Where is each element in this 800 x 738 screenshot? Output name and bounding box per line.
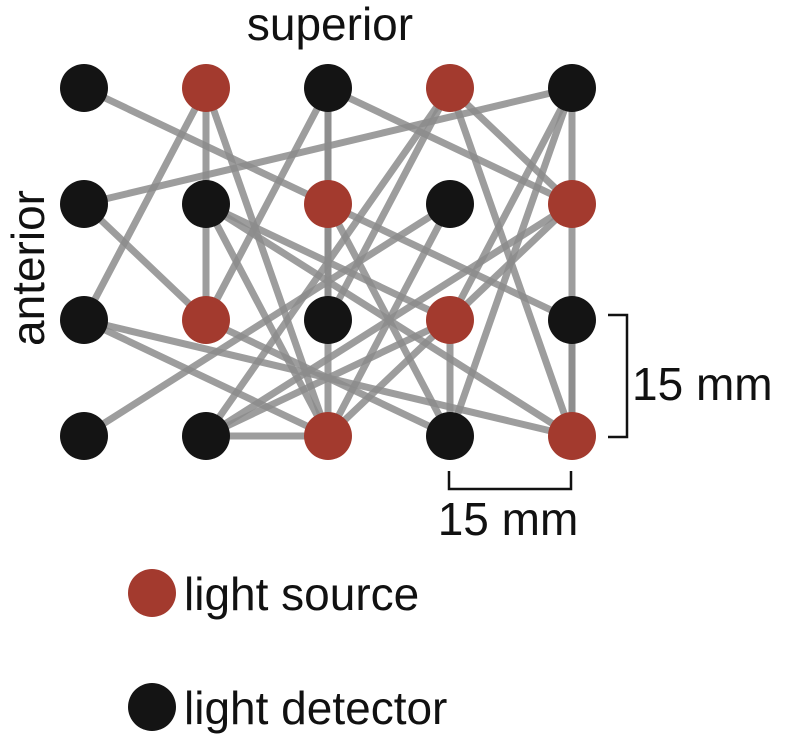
light-source-optode	[182, 64, 230, 112]
light-detector-optode	[304, 64, 352, 112]
channel-line	[324, 84, 454, 324]
light-detector-optode	[426, 180, 474, 228]
anterior-label: anterior	[2, 190, 54, 346]
channel-line	[202, 84, 332, 324]
channel-line	[446, 84, 576, 440]
channel-line	[80, 316, 332, 440]
channel-line	[324, 200, 576, 324]
light-source-optode	[304, 412, 352, 460]
vertical-scale-bracket	[608, 313, 629, 439]
channels-layer	[80, 84, 576, 440]
light-detector-optode	[60, 180, 108, 228]
channel-line	[80, 200, 454, 440]
light-detector-optode	[548, 296, 596, 344]
channel-line	[80, 84, 332, 208]
light-source-optode	[548, 412, 596, 460]
channel-line	[324, 84, 576, 208]
light-source-optode	[304, 180, 352, 228]
vertical-scale-label: 15 mm	[632, 358, 773, 410]
horizontal-scale-label: 15 mm	[438, 493, 579, 545]
legend-source-marker	[128, 569, 176, 617]
light-source-optode	[548, 180, 596, 228]
legend-detector-marker	[128, 683, 176, 731]
channel-line	[202, 84, 332, 440]
light-detector-optode	[426, 412, 474, 460]
legend: light source light detector	[128, 568, 447, 734]
light-source-optode	[426, 64, 474, 112]
optodes-layer	[60, 64, 596, 460]
channel-line	[446, 84, 576, 324]
channel-line	[80, 84, 576, 208]
light-source-optode	[182, 296, 230, 344]
light-detector-optode	[60, 412, 108, 460]
channel-line	[80, 200, 210, 324]
horizontal-scale-bracket	[447, 471, 573, 491]
channel-line	[446, 84, 576, 208]
superior-label: superior	[247, 0, 413, 50]
channel-line	[202, 84, 454, 440]
light-detector-optode	[304, 296, 352, 344]
light-detector-optode	[182, 412, 230, 460]
light-detector-optode	[60, 296, 108, 344]
light-detector-optode	[548, 64, 596, 112]
legend-source-label: light source	[184, 568, 419, 620]
channel-line	[80, 316, 576, 440]
channel-line	[202, 200, 576, 440]
light-source-optode	[426, 296, 474, 344]
legend-detector-label: light detector	[184, 682, 447, 734]
channel-line	[80, 84, 210, 324]
light-detector-optode	[182, 180, 230, 228]
light-detector-optode	[60, 64, 108, 112]
